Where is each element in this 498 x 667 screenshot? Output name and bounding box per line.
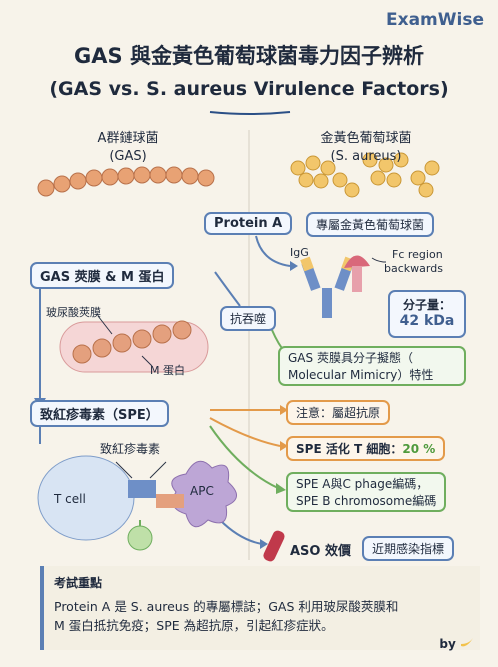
igg-label: IgG — [290, 246, 309, 259]
brand-logo: ExamWise — [386, 10, 484, 30]
molecular-weight-box: 分子量： 42 kDa — [388, 290, 466, 338]
protein-a-icon — [344, 255, 370, 292]
page-subtitle: (GAS vs. S. aureus Virulence Factors) — [49, 78, 449, 100]
protein-a-specific-box: 專屬金黃色葡萄球菌 — [306, 212, 435, 237]
gas-abbr: (GAS) — [109, 149, 147, 164]
exam-line1: Protein A 是 S. aureus 的專屬標誌；GAS 利用玻尿酸莢膜和 — [54, 599, 399, 614]
spe-toxin-label: 致紅疹毒素 — [100, 442, 161, 456]
capsule-chain-icon — [59, 320, 209, 373]
anti-phagocytosis-box: 抗吞噬 — [220, 306, 277, 331]
byline-text: by — [439, 637, 456, 651]
spe-encoding-box: SPE A與C phage編碼， SPE B chromosome編碼 — [286, 472, 447, 512]
mw-value: 42 kDa — [399, 313, 455, 329]
spe-encoding-line2: SPE B chromosome編碼 — [296, 494, 437, 508]
mw-label: 分子量： — [402, 298, 451, 312]
exam-key-points: 考試重點 Protein A 是 S. aureus 的專屬標誌；GAS 利用玻… — [40, 566, 480, 650]
aso-titer-label: ASO 效價 — [290, 544, 352, 559]
spe-box: 致紅疹毒素（SPE） — [30, 400, 169, 427]
fc-region-label: Fc region — [392, 248, 443, 261]
page-title: GAS 與金黃色葡萄球菌毒力因子辨析 — [74, 44, 424, 68]
apc-icon — [156, 460, 237, 528]
exam-title: 考試重點 — [54, 576, 103, 590]
apc-label: APC — [190, 484, 214, 498]
gas-name: A群鏈球菌 — [97, 131, 159, 146]
exam-line2: M 蛋白抵抗免疫；SPE 為超抗原，引起紅疹症狀。 — [54, 618, 334, 633]
t-cell-activation-box: SPE 活化 T 細胞：20 % — [286, 436, 446, 461]
hyaluronic-capsule-label: 玻尿酸莢膜 — [46, 306, 101, 319]
m-protein-label: M 蛋白 — [150, 364, 185, 377]
recent-infection-box: 近期感染指標 — [362, 536, 455, 561]
mimicry-line2: Molecular Mimicry）特性 — [288, 368, 434, 382]
streptococcus-chain-icon — [37, 166, 215, 197]
banana-icon — [461, 638, 473, 647]
blood-tube-icon — [263, 530, 285, 562]
saureus-name: 金黃色葡萄球菌 — [320, 131, 412, 146]
byline: by — [439, 636, 474, 651]
molecular-mimicry-box: GAS 莢膜具分子擬態（ Molecular Mimicry）特性 — [278, 346, 466, 386]
mimicry-line1: GAS 莢膜具分子擬態（ — [288, 351, 413, 365]
t-cell-label: T cell — [54, 492, 86, 506]
saureus-abbr: (S. aureus) — [330, 149, 402, 164]
saureus-column-header: 金黃色葡萄球菌 (S. aureus) — [306, 130, 426, 166]
t-cell-activation-label: SPE 活化 T 細胞： — [296, 442, 403, 456]
staphylococcus-cluster-icon — [290, 152, 440, 198]
fc-backwards-label: backwards — [384, 262, 443, 275]
t-cell-icon — [37, 455, 156, 541]
superantigen-note-box: 注意：屬超抗原 — [286, 400, 391, 425]
t-cell-activation-value: 20 % — [402, 442, 436, 456]
spe-encoding-line1: SPE A與C phage編碼， — [296, 477, 429, 491]
gas-capsule-box: GAS 莢膜 & M 蛋白 — [30, 262, 175, 289]
protein-a-box: Protein A — [204, 212, 293, 235]
gas-column-header: A群鏈球菌 (GAS) — [74, 130, 182, 166]
